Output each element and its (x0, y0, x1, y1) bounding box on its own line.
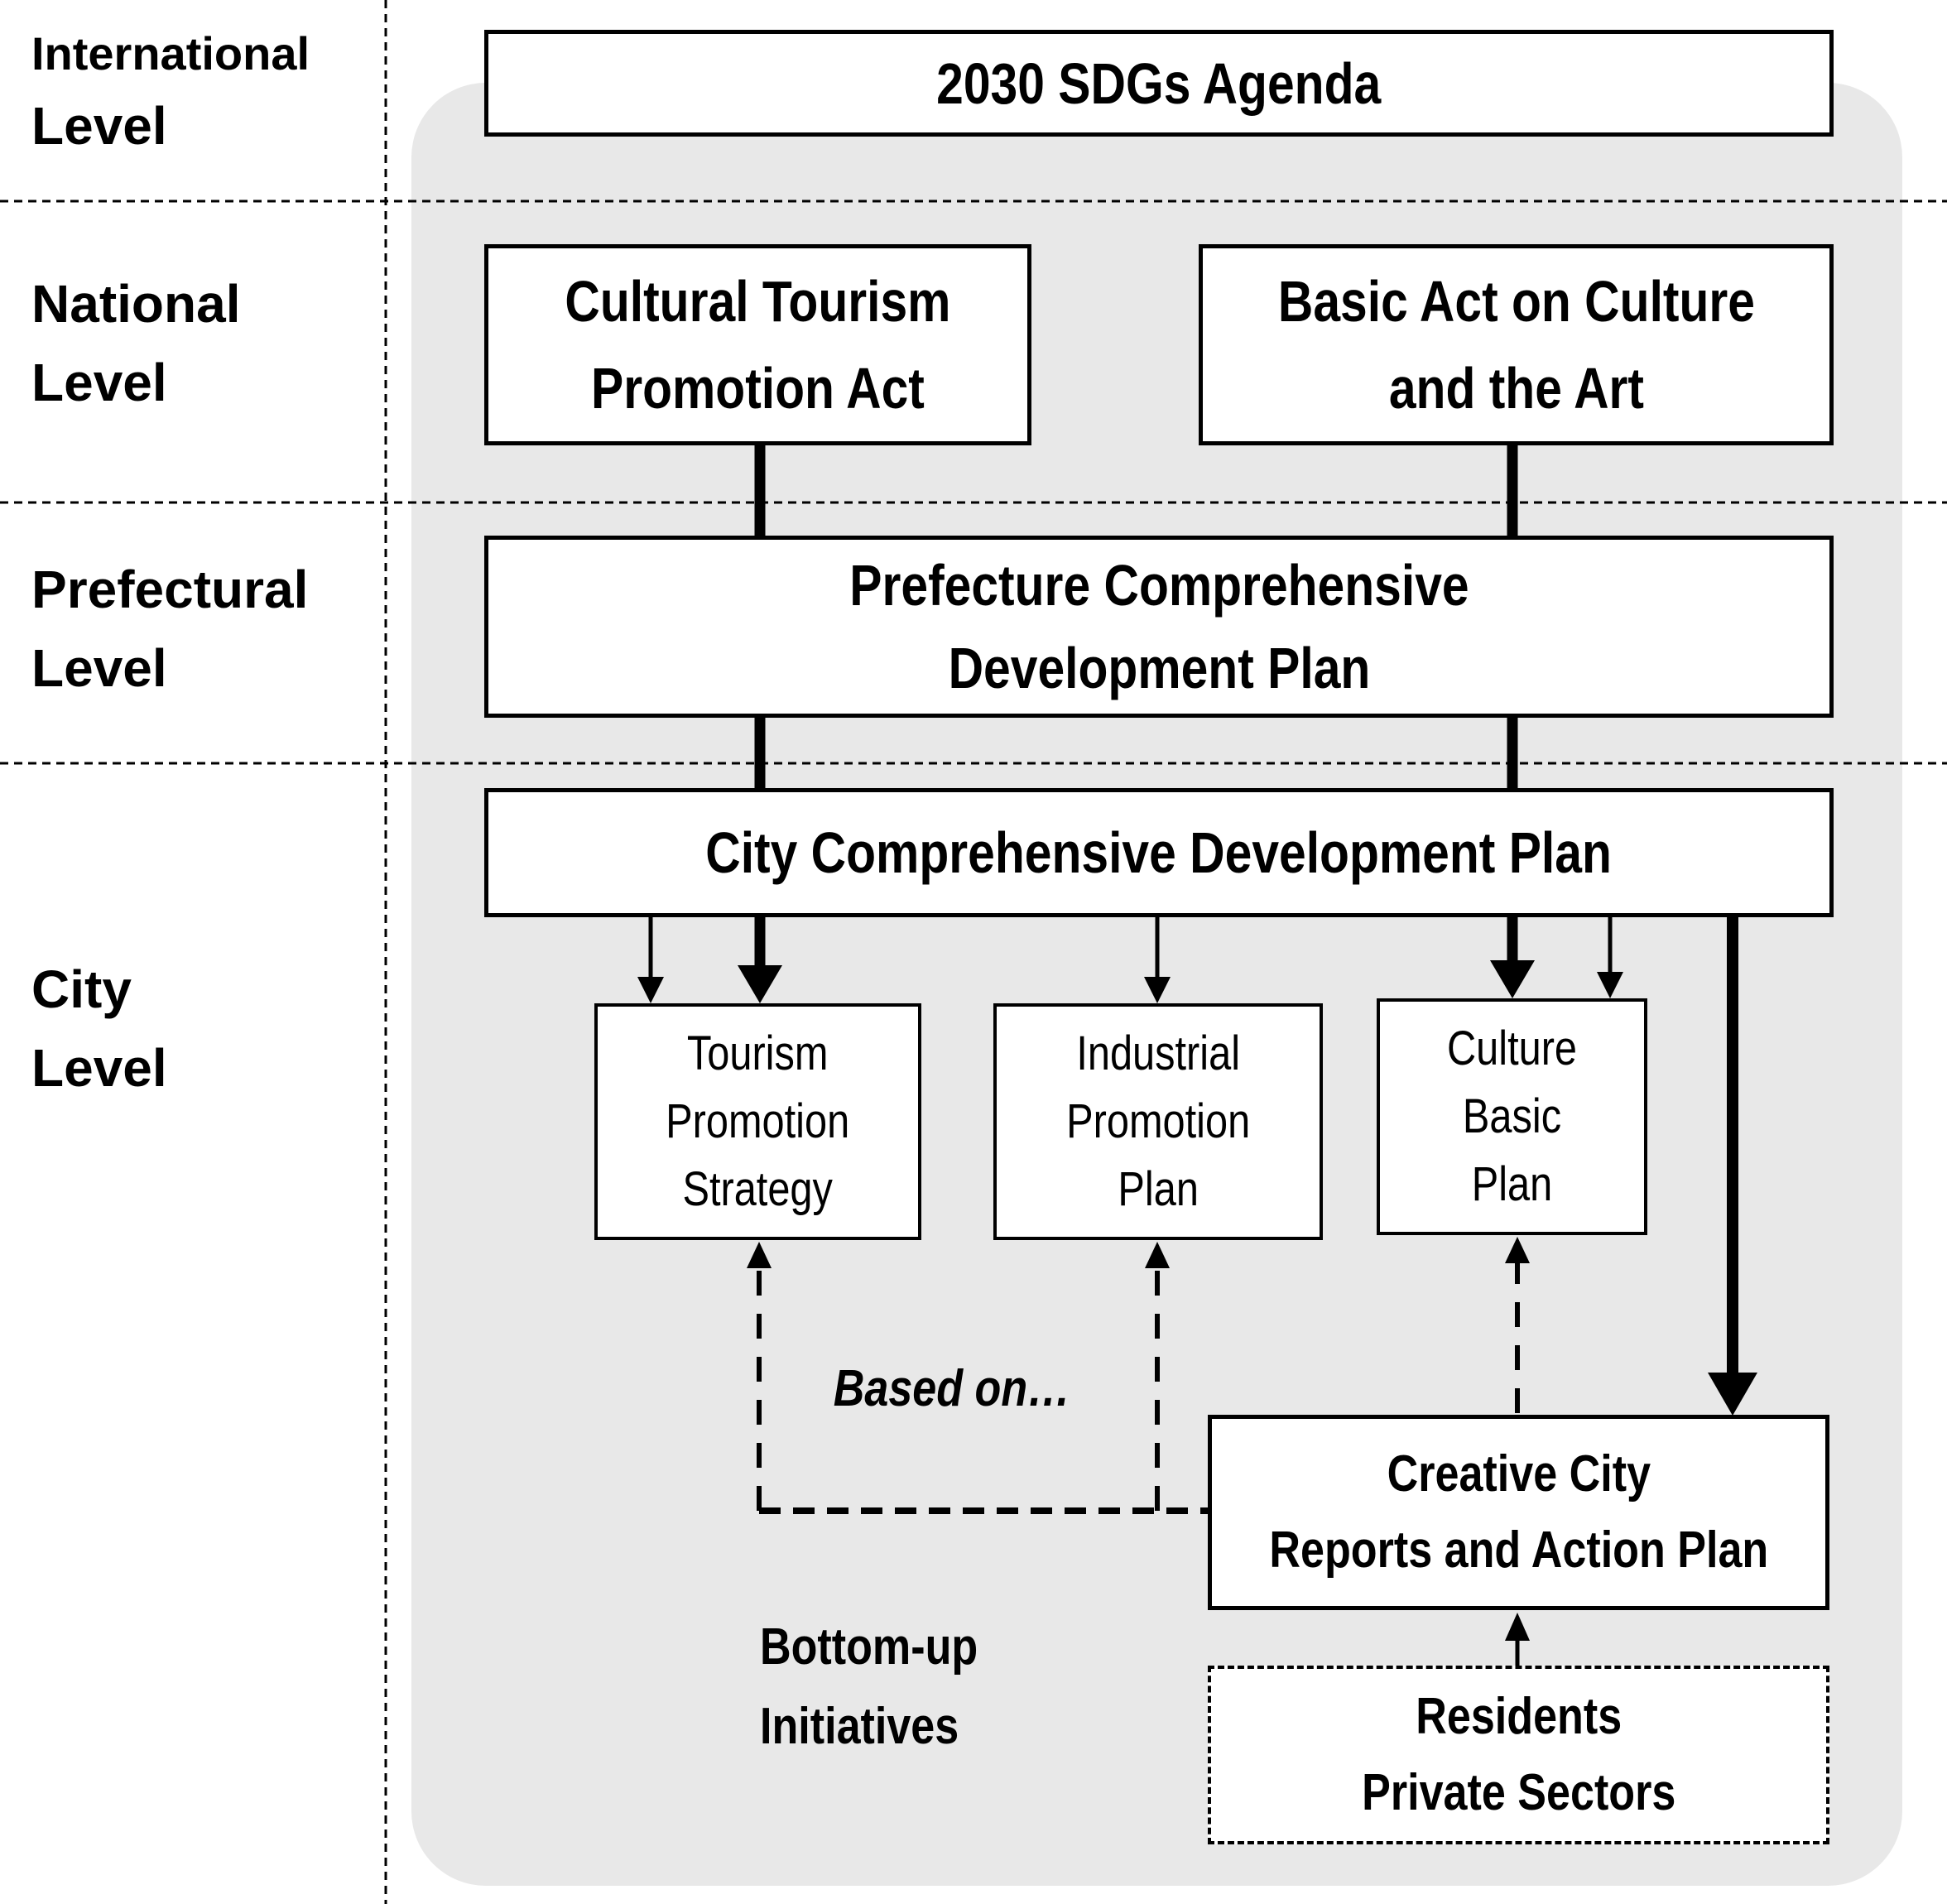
arrowhead-city-to-creative-city (1708, 1373, 1757, 1416)
level-label-national-line1: National (31, 274, 241, 334)
box-industrial-plan-line2: Promotion (1065, 1094, 1251, 1148)
level-label-city-line2: Level (31, 1038, 167, 1098)
arrowhead-city-to-tourism-thin (637, 977, 664, 1003)
level-label-prefectural: Prefectural Level (31, 551, 308, 708)
level-label-prefectural-line1: Prefectural (31, 560, 309, 619)
box-creative-city-reports: Creative City Reports and Action Plan (1208, 1415, 1829, 1610)
box-culture-plan-line2: Basic (1462, 1089, 1562, 1143)
box-basic-act-line1: Basic Act on Culture (1277, 268, 1755, 334)
level-label-international-line2: Level (31, 96, 167, 156)
box-city-plan-label: City Comprehensive Development Plan (705, 820, 1613, 885)
box-creative-city-line2: Reports and Action Plan (1269, 1522, 1768, 1579)
box-tourism-strategy-line3: Strategy (682, 1162, 834, 1216)
level-label-international-line1: International (31, 27, 310, 79)
box-tourism-promotion-strategy: Tourism Promotion Strategy (594, 1003, 921, 1240)
arrowhead-city-to-culture-thin (1597, 972, 1623, 998)
box-industrial-promotion-plan: Industrial Promotion Plan (993, 1003, 1323, 1240)
box-residents-private-sectors: Residents Private Sectors (1208, 1666, 1829, 1844)
box-culture-plan-line1: Culture (1446, 1022, 1578, 1075)
box-industrial-plan-line1: Industrial (1076, 1027, 1240, 1080)
dashed-arrowhead-to-tourism (747, 1242, 772, 1268)
box-culture-plan-line3: Plan (1471, 1157, 1553, 1211)
box-sdgs-agenda-label: 2030 SDGs Agenda (936, 50, 1382, 116)
level-label-international: International Level (31, 21, 310, 166)
dashed-arrowhead-to-culture (1505, 1237, 1530, 1263)
level-label-city-line1: City (31, 959, 132, 1019)
level-label-city: City Level (31, 950, 167, 1108)
box-prefecture-plan-line2: Development Plan (948, 636, 1370, 700)
arrowhead-residents-to-creative-city (1505, 1613, 1530, 1641)
annotation-based-on: Based on… (833, 1360, 1071, 1417)
box-cultural-tourism-act-line1: Cultural Tourism (565, 268, 951, 334)
box-sdgs-agenda: 2030 SDGs Agenda (484, 30, 1834, 137)
box-cultural-tourism-act: Cultural Tourism Promotion Act (484, 244, 1031, 445)
box-residents-line1: Residents (1416, 1688, 1622, 1745)
box-city-plan: City Comprehensive Development Plan (484, 788, 1834, 917)
level-label-national: National Level (31, 265, 240, 422)
box-tourism-strategy-line1: Tourism (687, 1027, 829, 1080)
box-culture-basic-plan: Culture Basic Plan (1377, 998, 1647, 1235)
annotation-bottom-up-line2: Initiatives (760, 1698, 959, 1755)
box-creative-city-line1: Creative City (1387, 1445, 1651, 1503)
level-label-national-line2: Level (31, 353, 167, 412)
box-industrial-plan-line3: Plan (1118, 1162, 1199, 1216)
annotation-bottom-up-line1: Bottom-up (760, 1618, 978, 1676)
arrowhead-city-to-industrial (1144, 977, 1171, 1003)
arrowhead-city-to-culture-thick (1490, 960, 1535, 998)
arrowhead-city-to-tourism-thick (738, 965, 782, 1003)
box-residents-line2: Private Sectors (1361, 1764, 1676, 1821)
level-label-prefectural-line2: Level (31, 638, 167, 698)
box-basic-act-line2: and the Art (1388, 355, 1644, 421)
annotation-bottom-up-initiatives: Bottom-up Initiatives (760, 1608, 978, 1767)
dashed-arrowhead-to-industrial (1145, 1242, 1170, 1268)
box-tourism-strategy-line2: Promotion (666, 1094, 850, 1148)
box-prefecture-plan-line1: Prefecture Comprehensive (849, 553, 1469, 618)
box-prefecture-plan: Prefecture Comprehensive Development Pla… (484, 536, 1834, 718)
box-basic-act-culture-art: Basic Act on Culture and the Art (1199, 244, 1834, 445)
box-cultural-tourism-act-line2: Promotion Act (591, 355, 925, 421)
